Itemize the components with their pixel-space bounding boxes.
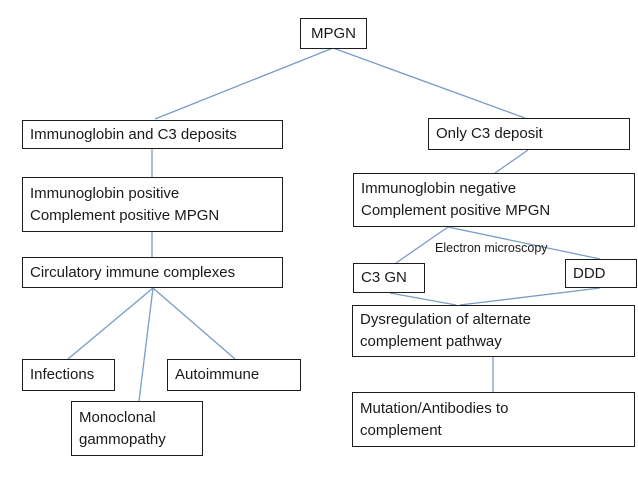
edge-c3gn-to-dysreg	[389, 292, 457, 306]
edge-circ-to-monoclonal	[138, 287, 154, 402]
edge-ig-neg-to-ddd	[447, 226, 601, 260]
edge-ig-neg-to-c3gn	[395, 226, 449, 264]
edge-mpgn-to-only-c3	[332, 47, 526, 119]
node-autoimmune: Autoimmune	[167, 359, 301, 391]
node-immunoglobin-negative-mpgn: Immunoglobin negative Complement positiv…	[353, 173, 635, 227]
node-infections: Infections	[22, 359, 115, 391]
node-monoclonal-gammopathy: Monoclonal gammopathy	[71, 401, 203, 456]
node-circulatory-immune-complexes: Circulatory immune complexes	[22, 257, 283, 288]
label-electron-microscopy: Electron microscopy	[435, 241, 548, 255]
node-mpgn: MPGN	[300, 18, 367, 49]
node-immunoglobin-and-c3-deposits: Immunoglobin and C3 deposits	[22, 120, 283, 149]
node-ddd: DDD	[565, 259, 637, 288]
node-mutation-antibodies-complement: Mutation/Antibodies to complement	[352, 392, 635, 447]
node-c3-gn: C3 GN	[353, 263, 425, 293]
edge-circ-to-infections	[67, 287, 154, 360]
edge-mpgn-to-ig-c3	[154, 47, 334, 120]
node-only-c3-deposit: Only C3 deposit	[428, 118, 630, 150]
edge-only-c3-to-ig-neg	[494, 149, 529, 174]
edge-circ-to-autoimmune	[152, 287, 236, 360]
node-dysregulation-alternate-pathway: Dysregulation of alternate complement pa…	[352, 305, 635, 357]
edge-ddd-to-dysreg	[459, 287, 601, 306]
node-immunoglobin-positive-mpgn: Immunoglobin positive Complement positiv…	[22, 177, 283, 232]
